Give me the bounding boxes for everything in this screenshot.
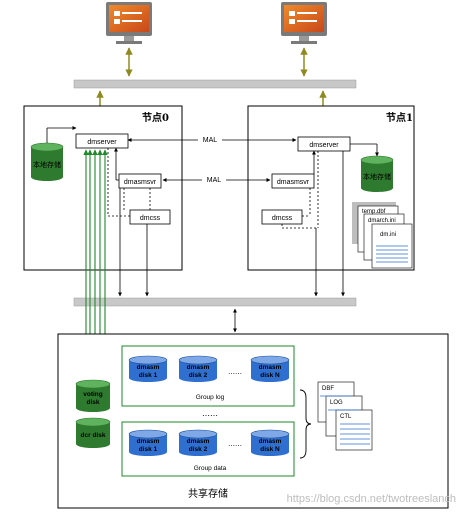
node1-local-storage-icon [360, 155, 394, 192]
data-disk-2-label-1: dmasm [187, 438, 210, 445]
voting-disk-label-1: voting [83, 391, 103, 398]
node0-dmasmsvr-box [118, 173, 162, 189]
log-disk-1-label-2: disk 1 [139, 372, 158, 379]
client-network-bus [73, 79, 357, 89]
client-monitor-left-icon [106, 2, 152, 44]
log-disk-3-label-2: disk N [260, 372, 280, 379]
node1-local-storage-label: 本地存储 [363, 172, 391, 181]
node0-dmasmsvr-label: dmasmsvr [124, 179, 157, 186]
data-disk-3-label-2: disk N [260, 446, 280, 453]
log-disk-2-label-1: dmasm [187, 364, 210, 371]
db-file-log: LOG [330, 400, 343, 406]
shared-storage-title: 共享存储 [188, 487, 228, 500]
file-dmarch-label: dmarch.ini [368, 218, 396, 224]
db-file-dbf: DBF [322, 386, 334, 392]
mal-label-bg-1 [198, 134, 222, 144]
watermark-text: https://blog.csdn.net/twotreeslanch [287, 493, 456, 505]
node0-dmcss-label: dmcss [140, 215, 161, 222]
file-temp-label: temp.dbf [362, 209, 386, 215]
voting-disk-label-2: disk [86, 399, 99, 406]
db-files-icon [317, 381, 373, 451]
node1-dmserver-label: dmserver [309, 142, 339, 149]
brace-icon [299, 389, 312, 459]
node0-dmserver-label: dmserver [87, 139, 117, 146]
voting-disk-icon [75, 379, 111, 412]
node0-local-storage-icon [30, 142, 64, 181]
client-monitor-right-icon [281, 2, 327, 44]
data-disk-3-label-1: dmasm [259, 438, 282, 445]
dcr-disk-icon [75, 417, 111, 448]
node1-config-files-icon [352, 202, 413, 269]
node0-title: 节点0 [142, 111, 169, 124]
node1-dmasmsvr-label: dmasmsvr [277, 179, 310, 186]
group-log-ellipsis: …… [228, 368, 242, 376]
mal-label-dmasmsvr: MAL [207, 177, 222, 184]
node1-dmasmsvr-box [271, 173, 315, 189]
log-disk-1-label-1: dmasm [137, 364, 160, 371]
dcr-disk-label: dcr disk [81, 432, 106, 439]
file-dm-label: dm.ini [380, 232, 396, 238]
group-log-label: Group log [196, 394, 225, 401]
data-disk-2-label-2: disk 2 [189, 446, 208, 453]
data-disk-1-label-1: dmasm [137, 438, 160, 445]
db-file-ctl: CTL [340, 414, 352, 420]
node0-local-storage-label: 本地存储 [33, 160, 61, 169]
group-data-ellipsis: …… [228, 440, 242, 448]
node1-dmcss-label: dmcss [272, 215, 293, 222]
group-data-label: Group data [194, 465, 227, 472]
data-disk-1-label-2: disk 1 [139, 446, 158, 453]
mal-label-bg-2 [202, 174, 226, 184]
storage-network-bus [73, 297, 357, 307]
group-ellipsis: …… [202, 409, 218, 418]
log-disk-3-label-1: dmasm [259, 364, 282, 371]
node1-title: 节点1 [386, 111, 413, 124]
log-disk-2-label-2: disk 2 [189, 372, 208, 379]
mal-label-dmserver: MAL [203, 137, 218, 144]
